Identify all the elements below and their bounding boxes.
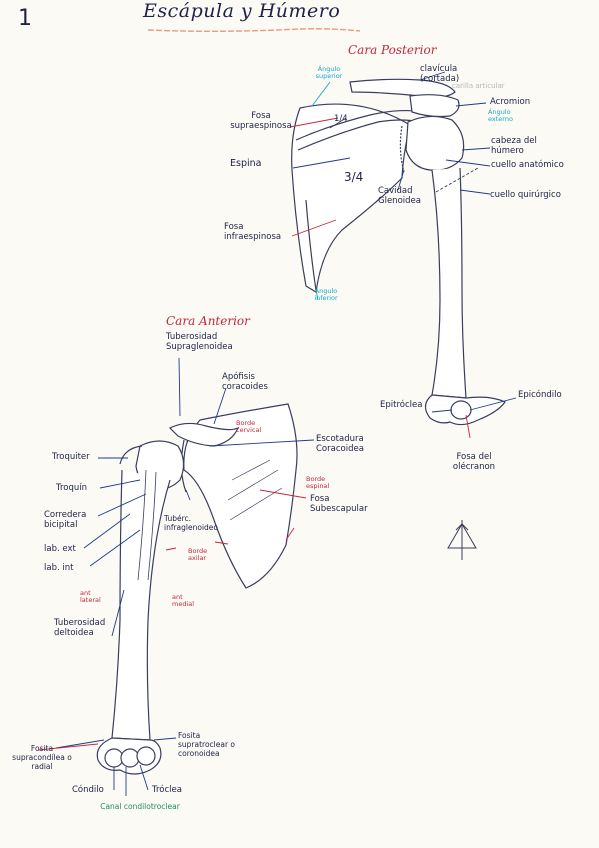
label-condilo: Cóndilo [72,785,104,795]
label-troclea: Tróclea [152,785,182,795]
page-number: 1 [18,6,32,31]
label-tuberosidad-deltoidea: Tuberosidad deltoidea [54,618,106,638]
frac-line [329,117,347,129]
label-troquiter: Troquiter [52,452,90,462]
page-title: Escápula y Húmero [143,0,341,22]
label-epitroclea: Epitróclea [380,400,423,410]
label-epicondilo: Epicóndilo [518,390,562,400]
orientation-triangle [447,520,477,560]
label-borde-cervical: Borde cervical [236,419,262,434]
label-espina: Espina [230,158,262,169]
label-cabeza-humero: cabeza del húmero [491,136,537,156]
posterior-heading: Cara Posterior [348,43,437,57]
label-canal-condilotroclear: Canal condilotroclear [100,802,180,811]
label-corredera-bicipital: Corredera bicipital [44,510,87,530]
label-frac-1-4: 1/4 [334,114,348,124]
anterior-leaders [55,357,315,796]
label-angulo-inferior: Ángulo inferior [314,287,338,302]
label-escotadura-coracoidea: Escotadura Coracoidea [316,434,364,454]
label-cortada: (cortada) [420,74,460,84]
anterior-scapula [168,403,298,589]
label-fosa-olecranon: Fosa del olécranon [452,452,496,472]
label-frac-3-4: 3/4 [344,170,364,184]
anterior-red-arrows [37,489,307,751]
label-troquin: Troquín [56,483,87,493]
label-clavicula: clavícula [420,64,458,74]
posterior-cyan-leaders [311,81,331,301]
label-cuello-anatomico: cuello anatómico [491,160,564,170]
label-ant-medial: ant medial [172,593,195,608]
label-cuello-quirurgico: cuello quirúrgico [490,190,561,200]
surgical-neck-dash [435,167,479,193]
label-fosa-supraespinosa: Fosa supraespinosa [230,111,292,131]
posterior-scapula [291,78,460,293]
label-angulo-superior: Ángulo superior [315,65,343,80]
label-lab-int: lab. int [44,563,74,573]
posterior-red-arrows [289,117,471,439]
label-fosita-supratroclear: Fosita supratroclear o coronoidea [178,731,236,758]
label-tuberosidad-supraglenoidea: Tuberosidad Supraglenoidea [166,332,233,352]
label-fosa-infraespinosa: Fosa infraespinosa [224,222,282,242]
label-tuberosidad-infraglenoidea: Tubérc. infraglenoideo [164,514,219,532]
posterior-humerus [405,115,506,426]
label-fosa-subescapular: Fosa Subescapular [310,494,368,514]
label-angulo-externo: Ángulo externo [488,108,513,123]
label-acromion: Acromion [490,97,531,107]
label-apofisis-coracoides: Apófisis coracoides [222,372,268,392]
title-underline [147,28,361,32]
label-ant-lateral: ant lateral [80,589,101,604]
label-fosita-supracondilea: Fosita supracondílea o radial [12,744,72,771]
label-borde-espinal: Borde espinal [306,475,330,490]
label-carilla: carilla articular [452,82,505,90]
label-lab-ext: lab. ext [44,544,76,554]
label-cavidad-glenoidea: Cavidad Glenoidea [378,186,421,206]
posterior-leaders [292,71,517,413]
label-borde-axilar: Borde axilar [188,547,208,562]
anterior-humerus [96,440,185,775]
anterior-heading: Cara Anterior [166,314,250,328]
